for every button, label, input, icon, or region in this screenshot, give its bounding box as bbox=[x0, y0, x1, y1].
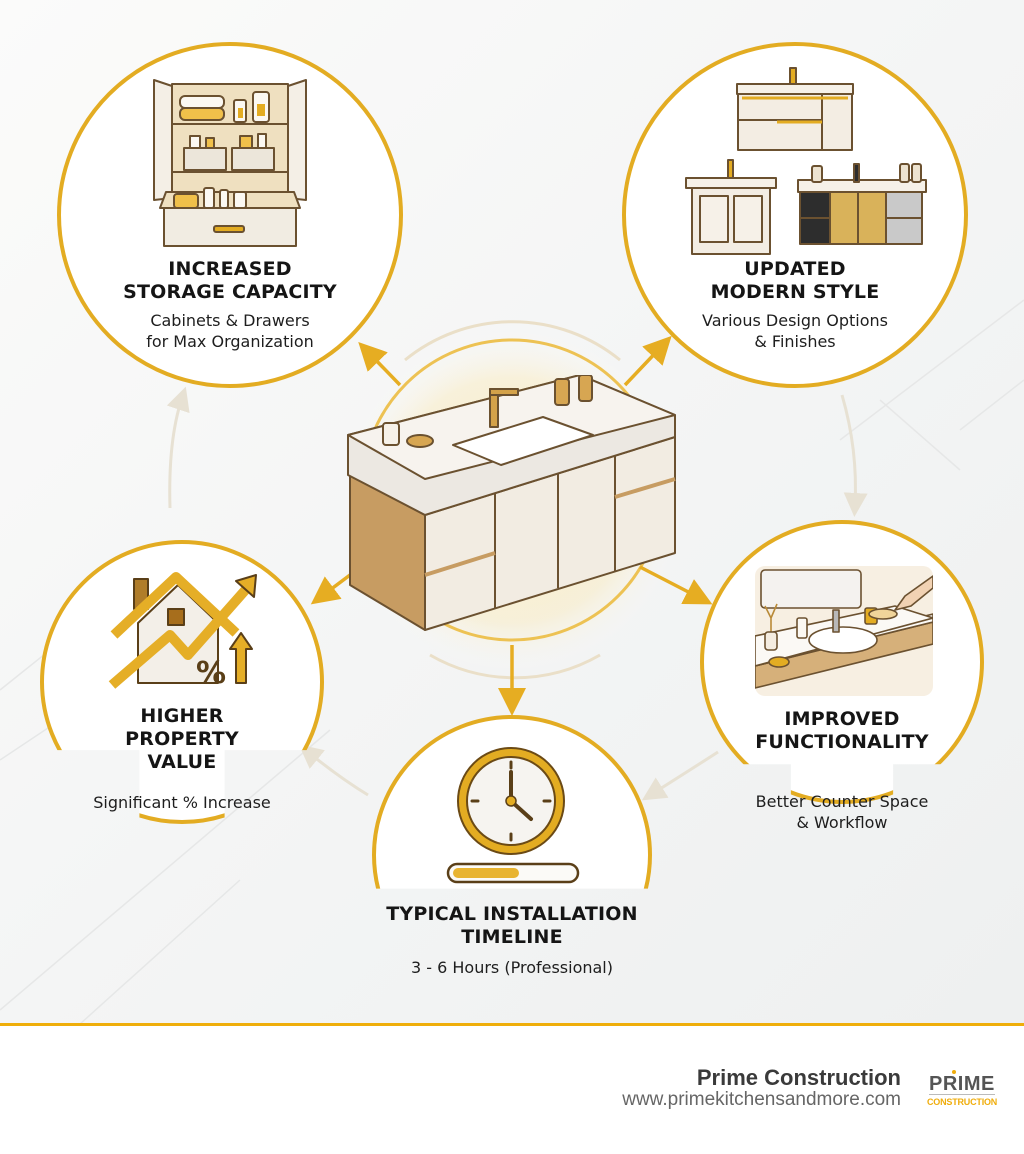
functionality-desc-line1: Better Counter Space bbox=[755, 792, 929, 811]
functionality-title-line1: IMPROVED bbox=[784, 708, 900, 730]
floating-bathroom-vanity-icon bbox=[347, 375, 676, 631]
value-description: Significant % Increase bbox=[40, 792, 324, 813]
prime-construction-logo: PRIME CONSTRUCTION bbox=[926, 1070, 1002, 1110]
timeline-progress-fill bbox=[453, 868, 519, 878]
storage-desc-line1: Cabinets & Drawers bbox=[150, 311, 310, 330]
open-cabinet-with-organizers-icon bbox=[153, 79, 307, 247]
style-title-line1: UPDATED bbox=[744, 258, 846, 280]
timeline-title-line2: TIMELINE bbox=[461, 926, 563, 948]
bubble-storage bbox=[57, 42, 403, 388]
timeline-title-line1: TYPICAL INSTALLATION bbox=[386, 903, 638, 925]
timeline-title: TYPICAL INSTALLATION TIMELINE bbox=[352, 903, 672, 949]
style-desc-line2: & Finishes bbox=[754, 332, 836, 351]
style-description: Various Design Options & Finishes bbox=[655, 310, 935, 352]
clock-progress-icon bbox=[446, 747, 580, 884]
storage-title: INCREASED STORAGE CAPACITY bbox=[90, 258, 370, 304]
footer-company-name: Prime Construction bbox=[696, 1065, 901, 1090]
logo-dot-icon bbox=[952, 1070, 956, 1074]
style-desc-line1: Various Design Options bbox=[702, 311, 888, 330]
storage-title-line1: INCREASED bbox=[168, 258, 292, 280]
functionality-description: Better Counter Space & Workflow bbox=[702, 791, 982, 833]
value-title-line2: PROPERTY bbox=[125, 728, 239, 750]
storage-title-line2: STORAGE CAPACITY bbox=[123, 281, 337, 303]
functionality-title: IMPROVED FUNCTIONALITY bbox=[702, 708, 982, 754]
functionality-desc-line2: & Workflow bbox=[796, 813, 888, 832]
storage-description: Cabinets & Drawers for Max Organization bbox=[90, 310, 370, 352]
timeline-desc-line1: 3 - 6 Hours (Professional) bbox=[411, 958, 613, 977]
value-title-line1: HIGHER bbox=[140, 705, 224, 727]
svg-text:%: % bbox=[196, 656, 226, 690]
timeline-description: 3 - 6 Hours (Professional) bbox=[352, 957, 672, 978]
storage-desc-line2: for Max Organization bbox=[146, 332, 314, 351]
infographic-canvas: INCREASED STORAGE CAPACITY Cabinets & Dr… bbox=[0, 0, 1024, 1024]
logo-word: PRIME bbox=[929, 1073, 995, 1095]
value-title: HIGHER PROPERTY VALUE bbox=[60, 705, 304, 774]
functionality-title-line2: FUNCTIONALITY bbox=[755, 731, 929, 753]
style-title-line2: MODERN STYLE bbox=[710, 281, 880, 303]
countertop-sink-icon bbox=[755, 566, 933, 696]
background-lines bbox=[0, 299, 1024, 1024]
footer-divider bbox=[0, 1023, 1024, 1026]
logo-subtitle: CONSTRUCTION bbox=[927, 1097, 998, 1107]
vanity-style-options-icon bbox=[685, 67, 927, 255]
style-title: UPDATED MODERN STYLE bbox=[655, 258, 935, 304]
value-desc-line1: Significant % Increase bbox=[93, 793, 271, 812]
footer-website-link[interactable]: www.primekitchensandmore.com bbox=[622, 1089, 901, 1110]
house-rising-value-icon: % bbox=[108, 572, 257, 690]
value-title-line3: VALUE bbox=[147, 751, 217, 773]
